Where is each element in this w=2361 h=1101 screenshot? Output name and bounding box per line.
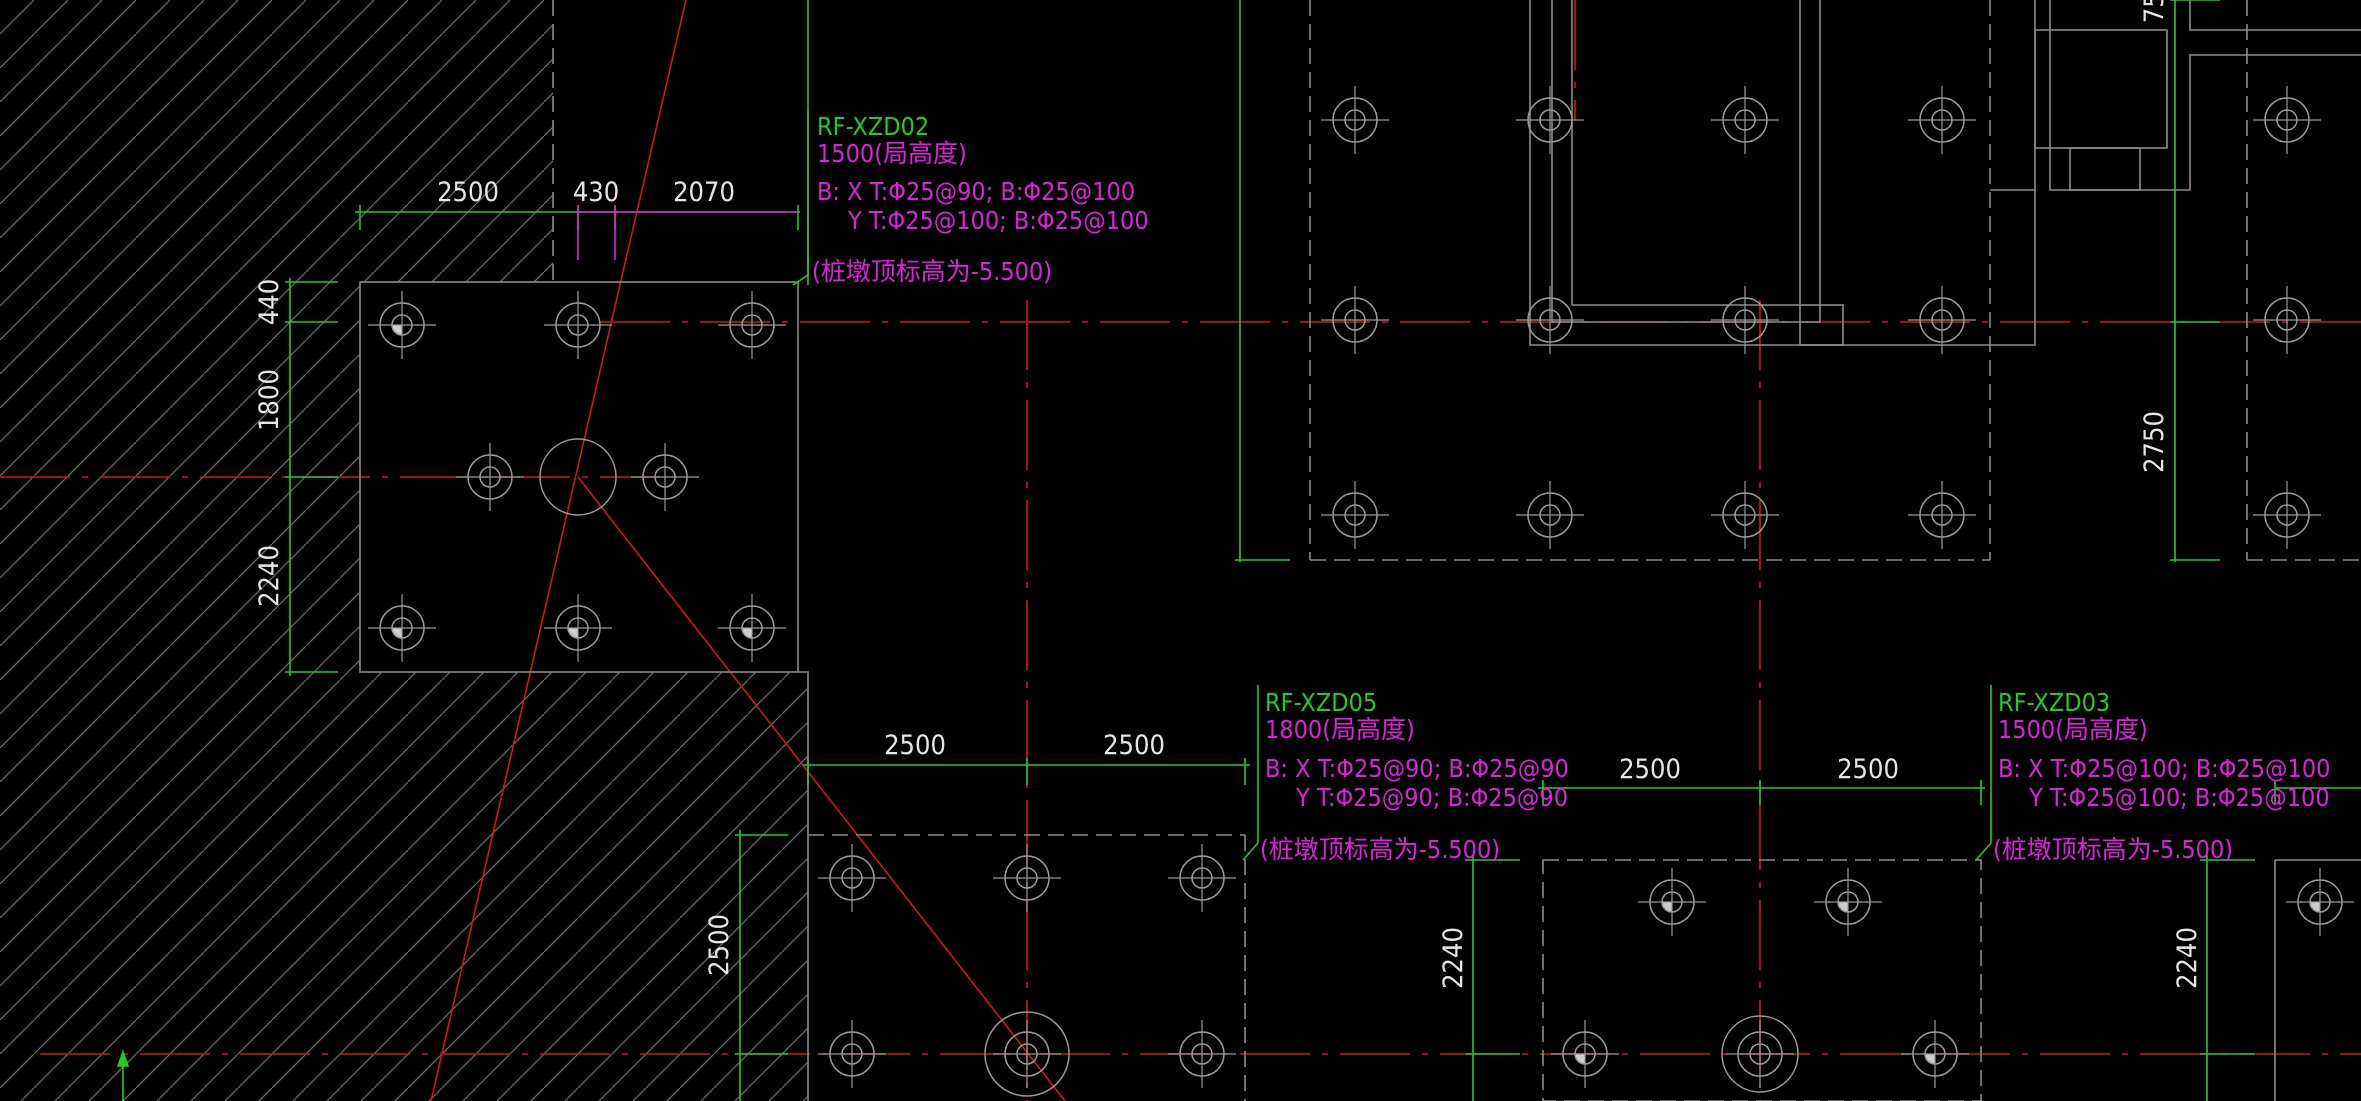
dim-text: 1800: [254, 369, 285, 431]
dim-text: 2070: [673, 177, 735, 208]
dimension-lines-magenta: [577, 205, 798, 260]
cap-elevation: (桩墩顶标高为-5.500): [1260, 835, 1500, 864]
dim-text: 2500: [1103, 730, 1165, 761]
cap-rebar-x: B: X T:Φ25@90; B:Φ25@100: [817, 177, 1135, 206]
cap-rebar-x: B: X T:Φ25@90; B:Φ25@90: [1265, 754, 1569, 783]
cap-thickness: 1500(局高度): [1998, 715, 2148, 744]
dim-text: 2500: [437, 177, 499, 208]
cap-label-rf-xzd03[interactable]: RF-XZD03 1500(局高度) B: X T:Φ25@100; B:Φ25…: [1993, 688, 2330, 864]
piles: [367, 85, 2355, 1097]
cap-thickness: 1500(局高度): [817, 139, 967, 168]
hatch-region: [0, 0, 808, 1101]
dim-text: 2500: [1837, 754, 1899, 785]
dimension-lines: [116, 0, 2361, 1101]
cap-rebar-y: Y T:Φ25@100; B:Φ25@100: [847, 206, 1149, 235]
dim-text: 430: [573, 177, 619, 208]
dim-text: 750: [2139, 0, 2170, 23]
dim-text: 2500: [1619, 754, 1681, 785]
cap-name: RF-XZD05: [1265, 688, 1377, 717]
cap-elevation: (桩墩顶标高为-5.500): [1993, 835, 2233, 864]
dim-text: 2500: [704, 914, 735, 976]
dim-text: 2750: [2139, 411, 2170, 473]
cap-label-rf-xzd02[interactable]: RF-XZD02 1500(局高度) B: X T:Φ25@90; B:Φ25@…: [812, 112, 1149, 286]
pile-cap-outlines: [359, 0, 2361, 1101]
dim-text: 440: [254, 279, 285, 325]
cap-rebar-x: B: X T:Φ25@100; B:Φ25@100: [1998, 754, 2330, 783]
cap-label-rf-xzd05[interactable]: RF-XZD05 1800(局高度) B: X T:Φ25@90; B:Φ25@…: [1260, 688, 1569, 864]
dim-text: 2240: [254, 545, 285, 607]
cap-elevation: (桩墩顶标高为-5.500): [812, 257, 1052, 286]
cap-rebar-y: Y T:Φ25@100; B:Φ25@100: [2028, 783, 2330, 812]
cap-rebar-y: Y T:Φ25@90; B:Φ25@90: [1295, 783, 1568, 812]
dim-text: 2240: [2172, 927, 2203, 989]
dim-text: 2500: [884, 730, 946, 761]
cap-thickness: 1800(局高度): [1265, 715, 1415, 744]
cap-name: RF-XZD03: [1998, 688, 2110, 717]
cap-name: RF-XZD02: [817, 112, 929, 141]
dim-text: 2240: [1438, 927, 1469, 989]
